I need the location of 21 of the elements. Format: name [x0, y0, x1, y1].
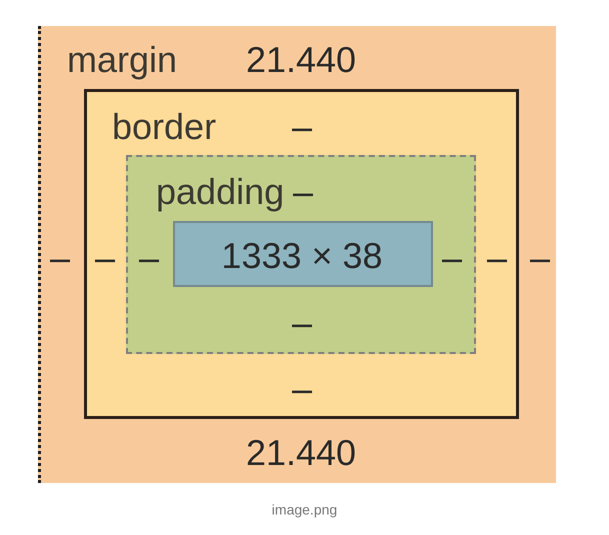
padding-value: – [442, 240, 462, 276]
border-value: – [94, 240, 116, 276]
border-area [84, 89, 519, 419]
margin-area [38, 26, 556, 483]
area-label: padding [156, 174, 284, 210]
padding-value: – [292, 305, 312, 341]
area-label: margin [67, 42, 178, 78]
border-value: – [292, 371, 312, 407]
border-value: – [486, 240, 508, 276]
margin-value: 21.440 [246, 435, 356, 471]
margin-value: 21.440 [246, 42, 356, 78]
padding-value: – [138, 240, 160, 276]
content-size: 1333 × 38 [221, 238, 383, 274]
content-area [173, 221, 433, 287]
area-label: border [112, 109, 216, 145]
padding-area [126, 155, 476, 354]
image-caption: image.png [272, 502, 338, 518]
margin-value: – [50, 240, 70, 276]
border-value: – [292, 109, 312, 145]
padding-value: – [292, 174, 314, 210]
margin-value: – [530, 240, 550, 276]
